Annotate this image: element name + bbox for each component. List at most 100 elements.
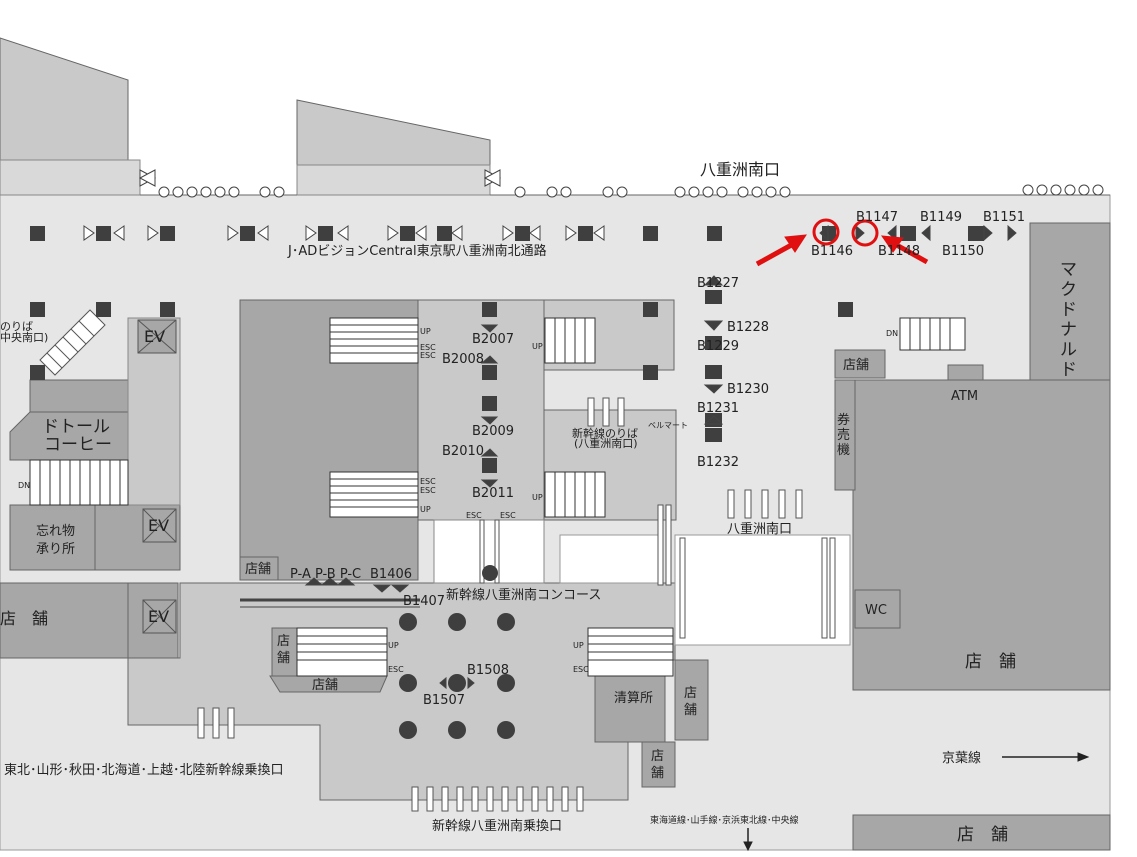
label-lost-found-1: 忘れ物 <box>36 524 75 539</box>
code-B1228: B1228 <box>727 320 769 335</box>
label-esc-1: ESC <box>420 343 436 352</box>
label-tokaido-lines: 東海道線･山手線･京浜東北線･中央線 <box>650 814 799 826</box>
label-up-3: UP <box>532 342 543 351</box>
label-esc-8: ESC <box>573 665 589 674</box>
label-shinkansen-transfer: 新幹線八重洲南乗換口 <box>432 818 562 834</box>
locker-arrows <box>83 224 1017 690</box>
label-up-5: UP <box>388 641 399 650</box>
label-bottom-right-shop: 店 舗 <box>957 825 1008 845</box>
settlement-shop-v <box>674 659 709 741</box>
code-B1151: B1151 <box>983 210 1025 225</box>
mcd-na: ナ <box>1060 320 1077 340</box>
code-B1229: B1229 <box>697 339 739 354</box>
label-shop-v3a: 店 <box>651 749 664 764</box>
gate-white-left <box>674 534 851 646</box>
gates <box>197 397 836 812</box>
code-B1146: B1146 <box>811 244 853 259</box>
label-ev-1: EV <box>144 327 165 346</box>
label-shop-right-small: 店舗 <box>843 358 869 373</box>
label-yaesu-south-exit-top: 八重洲南口 <box>700 160 780 179</box>
top-left-strip <box>0 159 141 196</box>
label-ticket-1: 券 <box>837 412 850 428</box>
label-jad-passage: J･ADビジョンCentral東京駅八重洲南北通路 <box>287 243 547 259</box>
code-B1232: B1232 <box>697 455 739 470</box>
code-B1148: B1148 <box>878 244 920 259</box>
highlight-arrows <box>755 234 929 267</box>
label-shinkansen-concourse: 新幹線八重洲南コンコース <box>446 587 601 603</box>
label-up-4: UP <box>532 493 543 502</box>
label-right-big-shop: 店 舗 <box>965 652 1016 672</box>
code-B2009: B2009 <box>472 424 514 439</box>
label-ev-2: EV <box>148 516 169 535</box>
code-B2008: B2008 <box>442 352 484 367</box>
mcd-ku: ク <box>1060 280 1077 300</box>
top-center-strip <box>296 164 491 196</box>
ev-boxes <box>137 319 177 634</box>
label-shop-strip: 店舗 <box>312 678 338 693</box>
label-lost-found-2: 承り所 <box>36 542 75 557</box>
label-keiyo-line: 京葉線 <box>942 750 981 766</box>
code-B1406: B1406 <box>370 567 412 582</box>
door-icons <box>138 169 1104 198</box>
mcd-do2: ド <box>1060 360 1077 380</box>
bottom-right-shop <box>852 814 1111 851</box>
arrow-right-head <box>880 235 904 253</box>
label-doutor-2: コーヒー <box>44 435 112 455</box>
mcd-ma: マ <box>1060 260 1077 280</box>
code-B1227: B1227 <box>697 276 739 291</box>
label-esc-7: ESC <box>388 665 404 674</box>
code-B1150: B1150 <box>942 244 984 259</box>
stair-lines <box>39 318 951 661</box>
label-yaesu-south-exit-mid: 八重洲南口 <box>727 521 792 537</box>
code-B1231: B1231 <box>697 401 739 416</box>
label-tohoku-transfer: 東北･山形･秋田･北海道･上越･北陸新幹線乗換口 <box>4 762 284 778</box>
keiyo-arrow-icon <box>1002 752 1090 762</box>
bottom-left-shop-small <box>271 627 298 677</box>
label-shop-v1b: 舗 <box>277 651 290 666</box>
label-ticket-2: 売 <box>837 427 850 443</box>
label-doutor-1: ドトール <box>42 417 110 437</box>
left-upper-block <box>29 379 129 413</box>
label-atm: ATM <box>951 389 978 404</box>
code-B2011: B2011 <box>472 486 514 501</box>
label-esc-3: ESC <box>420 477 436 486</box>
pillars <box>30 226 984 739</box>
label-up-1: UP <box>420 327 431 336</box>
label-ev-3: EV <box>148 607 169 626</box>
arrow-right-shaft <box>891 240 929 265</box>
mcdonalds-block <box>1029 222 1111 381</box>
arrow-left-head <box>784 234 807 253</box>
code-B1508: B1508 <box>467 663 509 678</box>
label-platform-left-2: 中央南口) <box>0 331 48 344</box>
diagonal-stairs <box>39 309 106 376</box>
ticket-machine-block <box>834 379 856 491</box>
label-ticket-3: 機 <box>837 443 850 458</box>
label-esc-2: ESC <box>420 351 436 360</box>
mcd-ru: ル <box>1060 340 1077 360</box>
label-wc: WC <box>865 603 887 618</box>
label-esc-4: ESC <box>420 486 436 495</box>
code-B2007: B2007 <box>472 332 514 347</box>
shop-v-bottom <box>641 741 676 788</box>
mcd-do: ド <box>1060 300 1077 320</box>
code-B1149: B1149 <box>920 210 962 225</box>
highlight-markers <box>812 218 879 247</box>
shop-small-right <box>834 349 886 379</box>
label-shop-pa: 店舗 <box>245 562 271 577</box>
label-shop-v2b: 舗 <box>684 703 697 718</box>
label-mcdonalds: マ ク ド ナ ル ド <box>1060 260 1077 380</box>
top-left-building <box>0 37 129 169</box>
label-p-abc: P-A P-B P-C <box>290 567 361 582</box>
shop-near-pa <box>239 556 279 581</box>
label-shop-v1a: 店 <box>277 634 290 649</box>
code-B1407: B1407 <box>403 594 445 609</box>
arrow-left-shaft <box>755 240 797 267</box>
label-shop-v2a: 店 <box>684 686 697 701</box>
code-B1230: B1230 <box>727 382 769 397</box>
code-B1147: B1147 <box>856 210 898 225</box>
label-shinkansen-platform-2: (八重洲南口) <box>574 436 638 450</box>
label-esc-5: ESC <box>466 511 482 520</box>
label-bellmart: ベルマート <box>648 421 688 430</box>
tokaido-arrow-icon <box>743 828 753 852</box>
